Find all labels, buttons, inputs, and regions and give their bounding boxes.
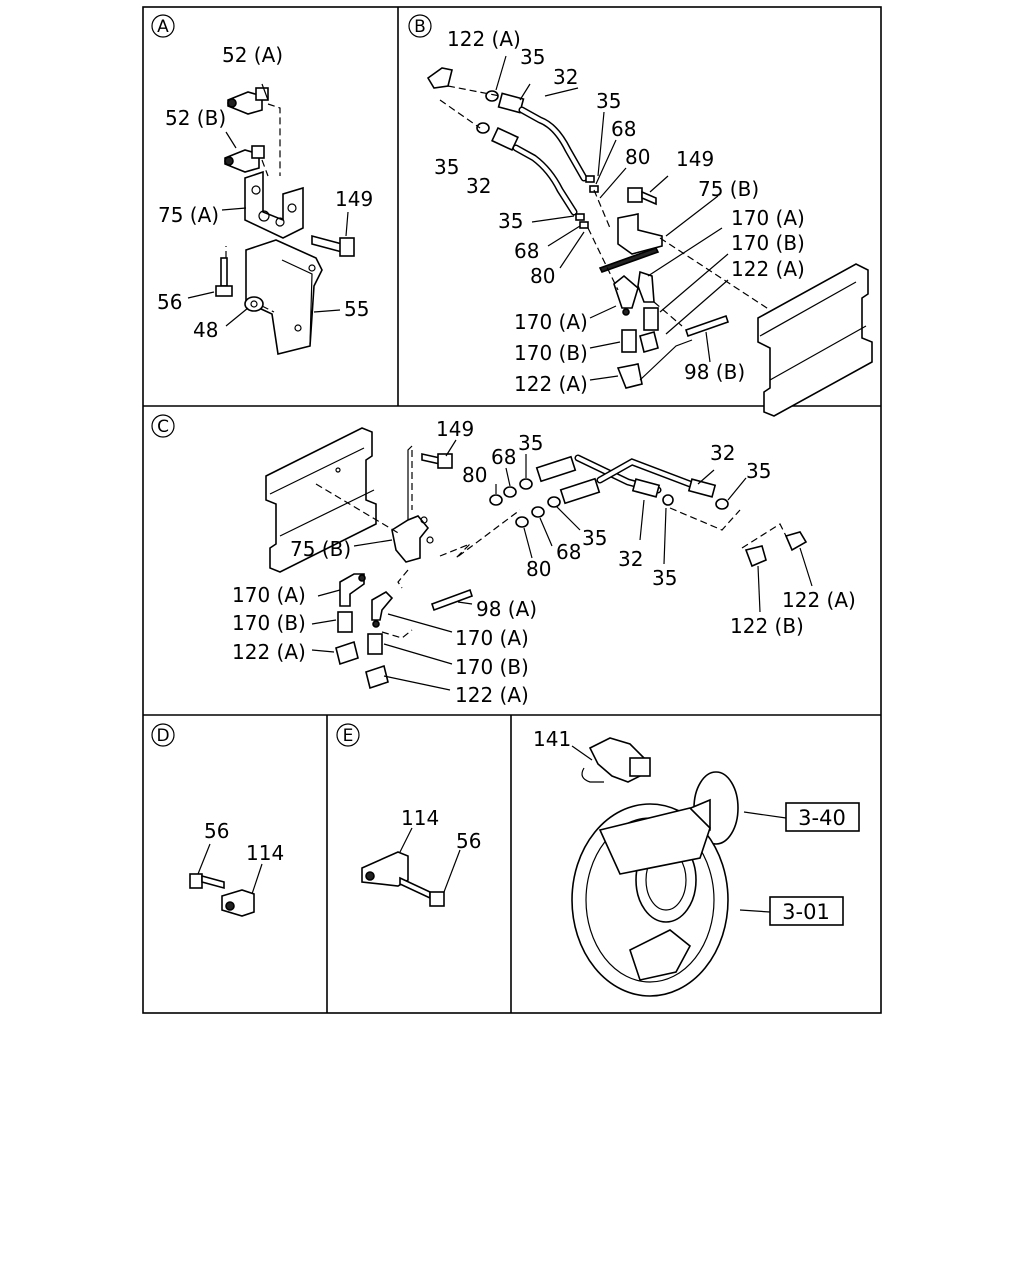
part-number-label: 32 bbox=[466, 174, 491, 198]
ref-3-01: 3-01 bbox=[782, 900, 830, 924]
panel-F-drawing bbox=[571, 737, 860, 997]
panel-letter: B bbox=[414, 17, 426, 37]
part-number-label: 68 bbox=[611, 117, 636, 141]
panel-E-drawing bbox=[361, 827, 461, 907]
part-number-label: 68 bbox=[491, 445, 516, 469]
part-number-label: 35 bbox=[652, 566, 677, 590]
part-number-label: 56 bbox=[204, 819, 229, 843]
part-number-label: 122 (A) bbox=[731, 257, 805, 281]
part-number-label: 149 bbox=[676, 147, 714, 171]
ref-3-40: 3-40 bbox=[798, 806, 846, 830]
panel-E-letter: E bbox=[336, 723, 360, 747]
part-number-label: 170 (B) bbox=[455, 655, 529, 679]
panel-B-drawing bbox=[426, 55, 873, 417]
part-number-label: 141 bbox=[533, 727, 571, 751]
part-number-label: 35 bbox=[520, 45, 545, 69]
part-number-label: 122 (A) bbox=[447, 27, 521, 51]
panel-F-labels: 141 3-40 3-01 bbox=[533, 727, 846, 924]
panel-borders bbox=[142, 6, 882, 1014]
part-number-label: 149 bbox=[436, 417, 474, 441]
part-number-label: 98 (A) bbox=[476, 597, 537, 621]
part-number-label: 35 bbox=[582, 526, 607, 550]
panel-letter: C bbox=[157, 417, 169, 437]
part-number-label: 170 (B) bbox=[232, 611, 306, 635]
part-number-label: 170 (A) bbox=[514, 310, 588, 334]
part-number-label: 170 (B) bbox=[514, 341, 588, 365]
part-number-label: 98 (B) bbox=[684, 360, 745, 384]
part-number-label: 35 bbox=[434, 155, 459, 179]
part-number-label: 80 bbox=[530, 264, 555, 288]
part-number-label: 122 (A) bbox=[514, 372, 588, 396]
panel-C-labels: 149 35 68 80 32 35 75 (B) 80 68 35 32 35… bbox=[232, 417, 856, 707]
part-number-label: 170 (B) bbox=[731, 231, 805, 255]
panel-A-letter: A bbox=[151, 14, 175, 38]
part-number-label: 75 (A) bbox=[158, 203, 219, 227]
part-number-label: 35 bbox=[596, 89, 621, 113]
part-number-label: 170 (A) bbox=[731, 206, 805, 230]
part-number-label: 114 bbox=[246, 841, 284, 865]
part-number-label: 80 bbox=[526, 557, 551, 581]
panel-letter: D bbox=[156, 726, 169, 746]
part-number-label: 75 (B) bbox=[698, 177, 759, 201]
part-number-label: 56 bbox=[157, 290, 182, 314]
part-number-label: 32 bbox=[710, 441, 735, 465]
part-number-label: 32 bbox=[618, 547, 643, 571]
part-number-label: 35 bbox=[498, 209, 523, 233]
part-number-label: 52 (B) bbox=[165, 106, 226, 130]
panel-C-drawing bbox=[265, 427, 813, 691]
part-number-label: 170 (A) bbox=[455, 626, 529, 650]
part-number-label: 35 bbox=[518, 431, 543, 455]
part-number-label: 35 bbox=[746, 459, 771, 483]
panel-A-labels: 52 (A) 52 (B) 75 (A) 149 56 48 55 bbox=[157, 43, 373, 342]
part-number-label: 122 (A) bbox=[232, 640, 306, 664]
part-number-label: 68 bbox=[514, 239, 539, 263]
panel-D-letter: D bbox=[151, 723, 175, 747]
part-number-label: 56 bbox=[456, 829, 481, 853]
part-number-label: 80 bbox=[462, 463, 487, 487]
part-number-label: 52 (A) bbox=[222, 43, 283, 67]
panel-letter: A bbox=[157, 17, 169, 37]
part-number-label: 80 bbox=[625, 145, 650, 169]
panel-A-drawing bbox=[187, 83, 355, 355]
part-number-label: 122 (A) bbox=[782, 588, 856, 612]
panel-D-drawing bbox=[189, 843, 263, 917]
part-number-label: 48 bbox=[193, 318, 218, 342]
part-number-label: 32 bbox=[553, 65, 578, 89]
part-number-label: 114 bbox=[401, 806, 439, 830]
panel-B-letter: B bbox=[408, 14, 432, 38]
panel-B-labels: 122 (A) 35 32 35 68 80 149 35 32 75 (B) … bbox=[434, 27, 805, 396]
part-number-label: 149 bbox=[335, 187, 373, 211]
part-number-label: 68 bbox=[556, 540, 581, 564]
part-number-label: 75 (B) bbox=[290, 537, 351, 561]
panel-D-labels: 56 114 bbox=[204, 819, 284, 865]
panel-letter: E bbox=[343, 726, 354, 746]
part-number-label: 170 (A) bbox=[232, 583, 306, 607]
panel-C-letter: C bbox=[151, 414, 175, 438]
part-number-label: 122 (B) bbox=[730, 614, 804, 638]
part-number-label: 122 (A) bbox=[455, 683, 529, 707]
part-number-label: 55 bbox=[344, 297, 369, 321]
panel-E-labels: 114 56 bbox=[401, 806, 481, 853]
